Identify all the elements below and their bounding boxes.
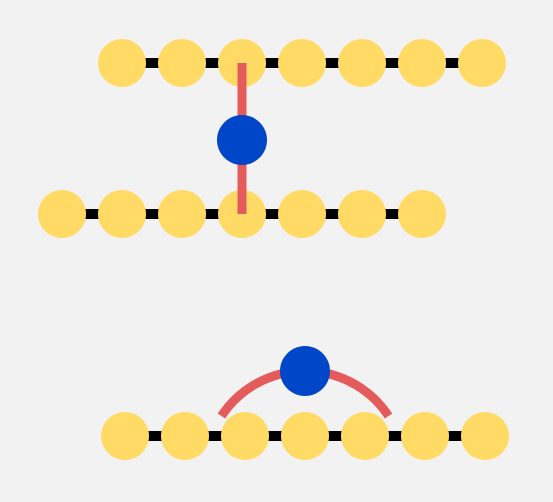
monomer-bead bbox=[278, 190, 326, 238]
monomer-bead bbox=[161, 412, 209, 460]
crosslink-loop bbox=[217, 346, 393, 419]
backbone-bond bbox=[422, 58, 482, 68]
monomer-bead bbox=[38, 190, 86, 238]
backbone-bond bbox=[362, 58, 422, 68]
monomer-bead bbox=[158, 190, 206, 238]
monomer-bead bbox=[458, 39, 506, 87]
monomer-bead bbox=[401, 412, 449, 460]
panel-intra-chain-loop bbox=[101, 346, 509, 460]
chain-c bbox=[101, 412, 509, 460]
monomer-bead bbox=[461, 412, 509, 460]
crosslinker-node bbox=[280, 346, 330, 396]
backbone-bond bbox=[365, 431, 425, 441]
crosslinker-node bbox=[217, 115, 267, 165]
backbone-bond bbox=[302, 58, 362, 68]
backbone-bond bbox=[362, 209, 422, 219]
crosslink-bridge bbox=[217, 63, 267, 214]
monomer-bead bbox=[221, 412, 269, 460]
monomer-bead bbox=[398, 39, 446, 87]
backbone-bond bbox=[302, 209, 362, 219]
backbone-bond bbox=[122, 58, 182, 68]
monomer-bead bbox=[341, 412, 389, 460]
backbone-bond bbox=[122, 209, 182, 219]
backbone-bond bbox=[182, 58, 242, 68]
backbone-bond bbox=[245, 431, 305, 441]
backbone-bond bbox=[125, 431, 185, 441]
monomer-bead bbox=[98, 190, 146, 238]
backbone-bond bbox=[242, 209, 302, 219]
chain-a bbox=[98, 39, 506, 87]
chain-b bbox=[38, 190, 446, 238]
monomer-bead bbox=[101, 412, 149, 460]
monomer-bead bbox=[398, 190, 446, 238]
backbone-bond bbox=[62, 209, 122, 219]
backbone-bond bbox=[185, 431, 245, 441]
backbone-bond bbox=[182, 209, 242, 219]
monomer-bead bbox=[98, 39, 146, 87]
monomer-bead bbox=[281, 412, 329, 460]
monomer-bead bbox=[158, 39, 206, 87]
monomer-bead bbox=[338, 190, 386, 238]
backbone-bond bbox=[305, 431, 365, 441]
backbone-bond bbox=[425, 431, 485, 441]
panel-inter-chain-crosslink bbox=[38, 39, 506, 238]
monomer-bead bbox=[278, 39, 326, 87]
monomer-bead bbox=[338, 39, 386, 87]
backbone-bond bbox=[242, 58, 302, 68]
